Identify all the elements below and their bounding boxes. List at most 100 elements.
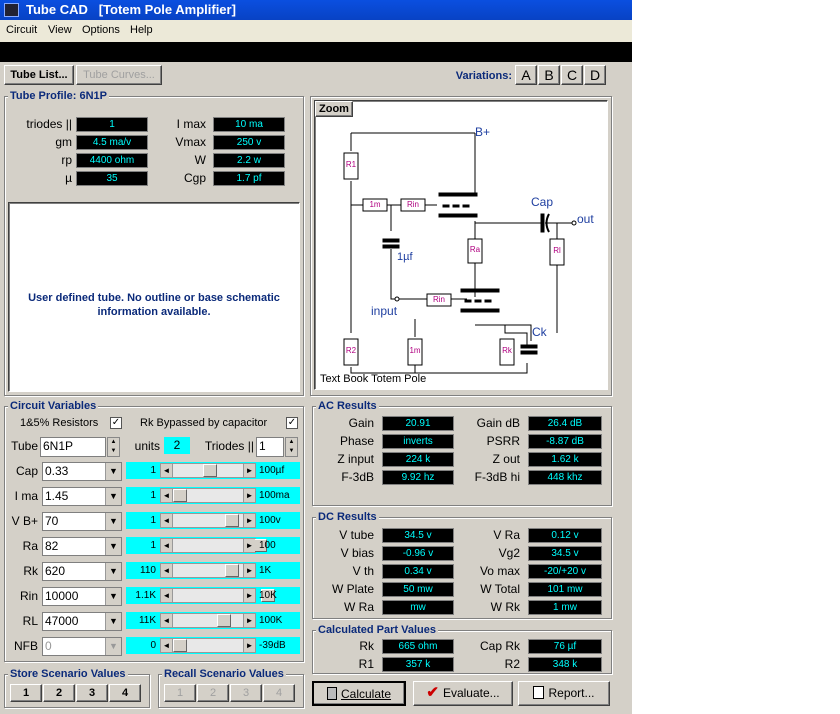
- variation-a-button[interactable]: A: [515, 65, 537, 85]
- menu-view[interactable]: View: [48, 24, 72, 36]
- chevron-left-icon: ◄: [161, 464, 173, 477]
- triodes-input[interactable]: 1: [256, 437, 284, 457]
- rk-slider-thumb[interactable]: [225, 564, 239, 577]
- rk-bypassed-checkbox[interactable]: ✓: [286, 417, 298, 429]
- chevron-right-icon: ►: [243, 589, 255, 602]
- dc-results-title: DC Results: [316, 511, 379, 524]
- rl-range: 100K: [259, 615, 283, 626]
- store-1-button[interactable]: 1: [10, 684, 42, 702]
- i-ma-step: 1: [150, 490, 156, 501]
- menu-options[interactable]: Options: [82, 24, 120, 36]
- calculate-label: Calculate: [340, 687, 392, 701]
- rk-value: 620: [45, 564, 66, 578]
- recall-3-button[interactable]: 3: [230, 684, 262, 702]
- calculator-icon: [326, 687, 337, 700]
- cap-range: 100µf: [259, 465, 285, 476]
- cap-slider-thumb[interactable]: [203, 464, 217, 477]
- i-ma-slider[interactable]: ◄►: [160, 488, 256, 503]
- report-icon: [533, 686, 545, 699]
- menu-help[interactable]: Help: [130, 24, 153, 36]
- ac-right-label-2: Z out: [492, 452, 520, 466]
- ac-left-label-1: Phase: [339, 434, 374, 448]
- rin-slider[interactable]: ◄►: [160, 588, 275, 603]
- rk-select[interactable]: 620▼: [42, 562, 122, 581]
- dc-left-value-3: 50 mw: [382, 582, 454, 597]
- variation-d-button[interactable]: D: [584, 65, 606, 85]
- resistors-checkbox[interactable]: ✓: [110, 417, 122, 429]
- calculated-parts-group: [312, 630, 612, 674]
- circuit-variables-group: [4, 406, 304, 662]
- rl-slider-thumb[interactable]: [217, 614, 231, 627]
- rin-select[interactable]: 10000▼: [42, 587, 122, 606]
- chevron-right-icon: ►: [243, 464, 255, 477]
- store-3-button[interactable]: 3: [76, 684, 108, 702]
- chevron-down-icon: ▼: [105, 488, 121, 505]
- nfb-slider-thumb[interactable]: [173, 639, 187, 652]
- rp-label: rp: [61, 153, 72, 167]
- variations-label: Variations:: [455, 70, 512, 82]
- cap-value: 0.33: [45, 464, 69, 478]
- tube-spinner[interactable]: ▲▼: [107, 437, 120, 457]
- rp-value: 4400 ohm: [76, 153, 148, 168]
- v-bplus-slider[interactable]: ◄►: [160, 513, 256, 528]
- tube-description-box: User defined tube. No outline or base sc…: [8, 202, 300, 392]
- chevron-left-icon: ◄: [161, 639, 173, 652]
- chevron-down-icon: ▼: [105, 538, 121, 555]
- nfb-select[interactable]: 0▼: [42, 637, 122, 656]
- chevron-left-icon: ◄: [161, 514, 173, 527]
- cap-slider[interactable]: ◄►: [160, 463, 256, 478]
- ra-select[interactable]: 82▼: [42, 537, 122, 556]
- v-bplus-slider-thumb[interactable]: [225, 514, 239, 527]
- store-2-button[interactable]: 2: [43, 684, 75, 702]
- tube-label: Tube: [11, 439, 38, 453]
- calculate-button[interactable]: Calculate: [312, 681, 406, 706]
- chevron-up-icon: ▲: [110, 439, 117, 445]
- rin-slider-thumb[interactable]: [261, 589, 275, 602]
- chevron-down-icon: ▼: [105, 638, 121, 655]
- ra-slider[interactable]: ◄►: [160, 538, 267, 553]
- report-button[interactable]: Report...: [518, 681, 610, 706]
- w-label: W: [194, 153, 206, 167]
- rin-range: 10K: [259, 590, 277, 601]
- report-label: Report...: [548, 686, 595, 700]
- tube-list-button[interactable]: Tube List...: [4, 65, 74, 85]
- v-bplus-select[interactable]: 70▼: [42, 512, 122, 531]
- r1-label: R1: [345, 160, 357, 169]
- calc-right-value-0: 76 µf: [528, 639, 602, 654]
- ra-step: 1: [150, 540, 156, 551]
- menu-circuit[interactable]: Circuit: [6, 24, 38, 36]
- tube-curves-button[interactable]: Tube Curves...: [76, 65, 162, 85]
- i-ma-select[interactable]: 1.45▼: [42, 487, 122, 506]
- rl-select[interactable]: 47000▼: [42, 612, 122, 631]
- chevron-down-icon: ▼: [105, 513, 121, 530]
- out-label: out: [577, 212, 594, 226]
- ra-label: Ra: [469, 245, 481, 254]
- resistors-label: 1&5% Resistors: [20, 417, 99, 429]
- rk-slider[interactable]: ◄►: [160, 563, 256, 578]
- recall-2-button[interactable]: 2: [197, 684, 229, 702]
- triodes-spinner[interactable]: ▲▼: [285, 437, 298, 457]
- ac-left-label-3: F-3dB: [341, 470, 374, 484]
- nfb-slider[interactable]: ◄►: [160, 638, 256, 653]
- schematic-view[interactable]: Zoom B+ Cap out R1 1m Rin Ra Rl 1µf Rin …: [314, 100, 608, 390]
- evaluate-button[interactable]: ✔Evaluate...: [413, 681, 513, 706]
- calculated-parts-title: Calculated Part Values: [316, 624, 438, 637]
- i-ma-slider-thumb[interactable]: [173, 489, 187, 502]
- variation-b-button[interactable]: B: [538, 65, 560, 85]
- calc-left-value-1: 357 k: [382, 657, 454, 672]
- rl-slider[interactable]: ◄►: [160, 613, 256, 628]
- tube-select[interactable]: 6N1P: [40, 437, 106, 457]
- rk-range: 1K: [259, 565, 272, 576]
- dc-right-label-1: Vg2: [498, 546, 520, 560]
- variation-c-button[interactable]: C: [561, 65, 583, 85]
- dc-right-label-3: W Total: [480, 582, 520, 596]
- store-4-button[interactable]: 4: [109, 684, 141, 702]
- recall-1-button[interactable]: 1: [164, 684, 196, 702]
- ac-left-value-3: 9.92 hz: [382, 470, 454, 485]
- recall-4-button[interactable]: 4: [263, 684, 295, 702]
- zoom-button[interactable]: Zoom: [315, 101, 353, 117]
- cgp-label: Cgp: [183, 171, 206, 185]
- dc-right-label-2: Vo max: [479, 564, 520, 578]
- cap-select[interactable]: 0.33▼: [42, 462, 122, 481]
- gm-value: 4.5 ma/v: [76, 135, 148, 150]
